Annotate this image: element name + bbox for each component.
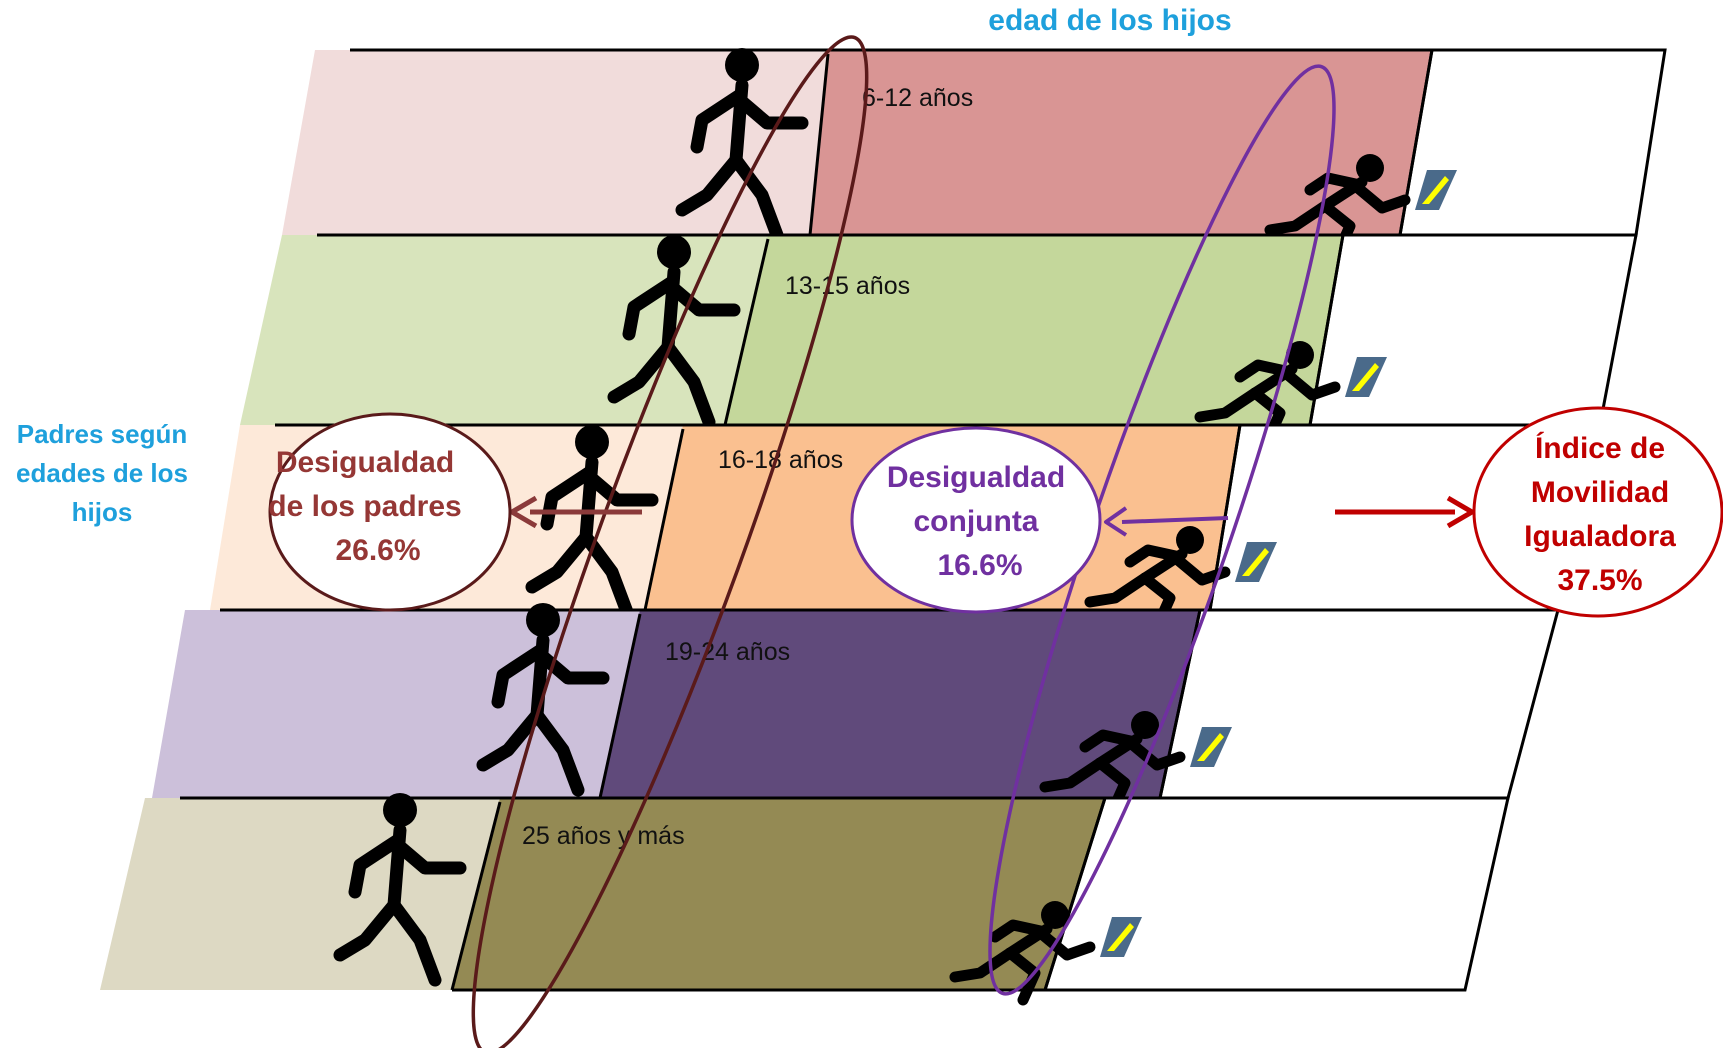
index-arrow — [1335, 495, 1475, 529]
parents-inequality-value: 26.6% — [335, 534, 420, 567]
empty-cell — [1042, 796, 1510, 992]
parent-band — [152, 610, 640, 798]
finish-marker-stripe — [1422, 176, 1449, 204]
age-label: 19-24 años — [665, 638, 790, 666]
age-label: 6-12 años — [862, 84, 973, 112]
age-row: 19-24 años — [152, 603, 1560, 810]
row-divider — [450, 801, 502, 991]
finish-marker-stripe — [1107, 923, 1134, 951]
mobility-index-line1: Índice de — [1535, 431, 1665, 465]
joint-arrow — [1104, 506, 1229, 537]
finish-marker-stripe — [1197, 733, 1224, 761]
joint-inequality-line1: Desigualdad — [887, 461, 1065, 494]
age-row: 13-15 años — [240, 235, 1638, 440]
parents-inequality-callout: Desigualdad de los padres 26.6% — [268, 412, 512, 612]
left-label-line3: hijos — [72, 497, 133, 527]
parent-band — [240, 235, 768, 425]
row-divider — [723, 238, 770, 426]
parents-ellipse — [471, 35, 869, 1048]
age-row: 25 años y más — [100, 793, 1510, 1000]
mobility-index-callout: Índice de Movilidad Igualadora 37.5% — [1472, 406, 1723, 618]
parents-arrow — [509, 495, 642, 529]
children-age-title: edad de los hijos — [988, 4, 1231, 37]
joint-inequality-value: 16.6% — [937, 549, 1022, 582]
age-label: 25 años y más — [522, 822, 685, 850]
left-label-line1: Padres según — [17, 419, 188, 449]
finish-marker-stripe — [1242, 548, 1269, 576]
age-label: 13-15 años — [785, 272, 910, 300]
child-band — [810, 50, 1432, 235]
age-row: 6-12 años — [282, 48, 1667, 253]
mobility-index-line3: Igualadora — [1524, 520, 1676, 553]
child-band — [725, 235, 1343, 425]
joint-inequality-callout: Desigualdad conjunta 16.6% — [850, 426, 1102, 614]
row-divider — [1043, 797, 1107, 991]
child-band — [452, 798, 1105, 990]
row-divider — [808, 53, 830, 236]
parent-band — [100, 798, 500, 990]
empty-cell — [1158, 608, 1560, 800]
mobility-index-line2: Movilidad — [1531, 476, 1669, 509]
joint-inequality-line2: conjunta — [914, 505, 1039, 538]
parent-band — [282, 50, 828, 235]
parents-inequality-line1: Desigualdad — [276, 446, 454, 479]
left-label-line2: edades de los — [16, 458, 188, 488]
row-divider — [643, 428, 685, 611]
parents-inequality-line2: de los padres — [268, 490, 461, 523]
row-divider — [598, 613, 642, 799]
mobility-index-value: 37.5% — [1557, 564, 1642, 597]
finish-marker-stripe — [1352, 363, 1379, 391]
